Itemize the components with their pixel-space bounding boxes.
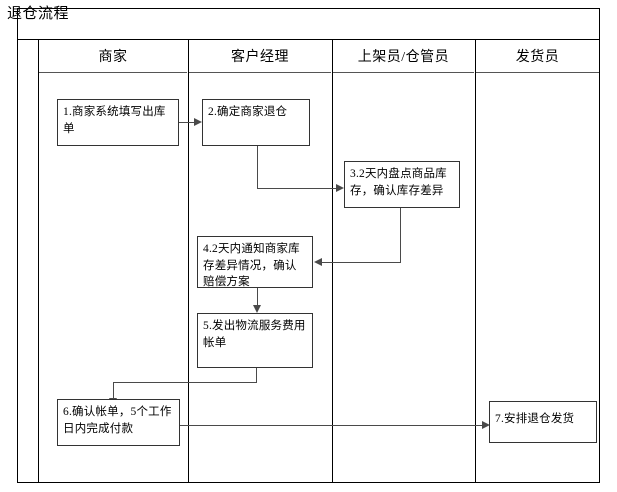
- header-rule-shipper: [476, 72, 599, 73]
- lane-header-shipper: 发货员: [515, 50, 560, 65]
- edge-1-to-2-line: [179, 122, 194, 123]
- edge-5-to-6-vline-into: [113, 382, 114, 398]
- process-box-step-4[interactable]: 4.2天内通知商家库存差异情况，确认赔偿方案: [197, 236, 313, 288]
- lane-header-account-manager: 客户经理: [231, 50, 289, 65]
- process-box-step-7[interactable]: 7.安排退仓发货: [489, 401, 597, 443]
- header-rule-warehouse: [333, 72, 474, 73]
- lane-divider-manager-warehouse: [332, 40, 333, 483]
- lane-divider-spacer-merchant: [38, 40, 39, 483]
- edge-4-to-5-vline: [257, 288, 258, 305]
- edge-1-to-2-arrow: [194, 117, 202, 126]
- process-box-step-5[interactable]: 5.发出物流服务费用帐单: [197, 313, 313, 368]
- process-box-step-2[interactable]: 2.确定商家退仓: [202, 99, 310, 146]
- diagram-title-bar: [17, 8, 600, 40]
- edge-4-to-5-arrow: [252, 305, 261, 313]
- lane-divider-merchant-manager: [188, 40, 189, 483]
- edge-3-to-4-hline: [322, 262, 401, 263]
- edge-3-to-4-arrow: [314, 257, 322, 266]
- process-box-step-6[interactable]: 6.确认帐单，5个工作日内完成付款: [57, 399, 180, 446]
- lane-header-shelver-warehouse: 上架员/仓管员: [357, 50, 450, 65]
- process-box-step-1[interactable]: 1.商家系统填写出库单: [57, 99, 179, 146]
- edge-2-to-3-hline: [257, 188, 336, 189]
- diagram-title: 退仓流程: [7, 6, 70, 22]
- lane-header-merchant: 商家: [98, 50, 128, 65]
- edge-2-to-3-vline-down: [257, 146, 258, 188]
- edge-2-to-3-arrow: [336, 183, 344, 192]
- process-box-step-3[interactable]: 3.2天内盘点商品库存，确认库存差异: [344, 161, 460, 208]
- edge-5-to-6-vline-down: [256, 368, 257, 382]
- edge-3-to-4-vline-down: [400, 208, 401, 262]
- header-rule-merchant: [39, 72, 187, 73]
- lane-divider-warehouse-shipper: [475, 40, 476, 483]
- edge-6-to-7-arrow: [482, 420, 490, 429]
- edge-5-to-6-hline: [113, 382, 257, 383]
- edge-6-to-7-line: [180, 425, 482, 426]
- header-rule-manager: [189, 72, 331, 73]
